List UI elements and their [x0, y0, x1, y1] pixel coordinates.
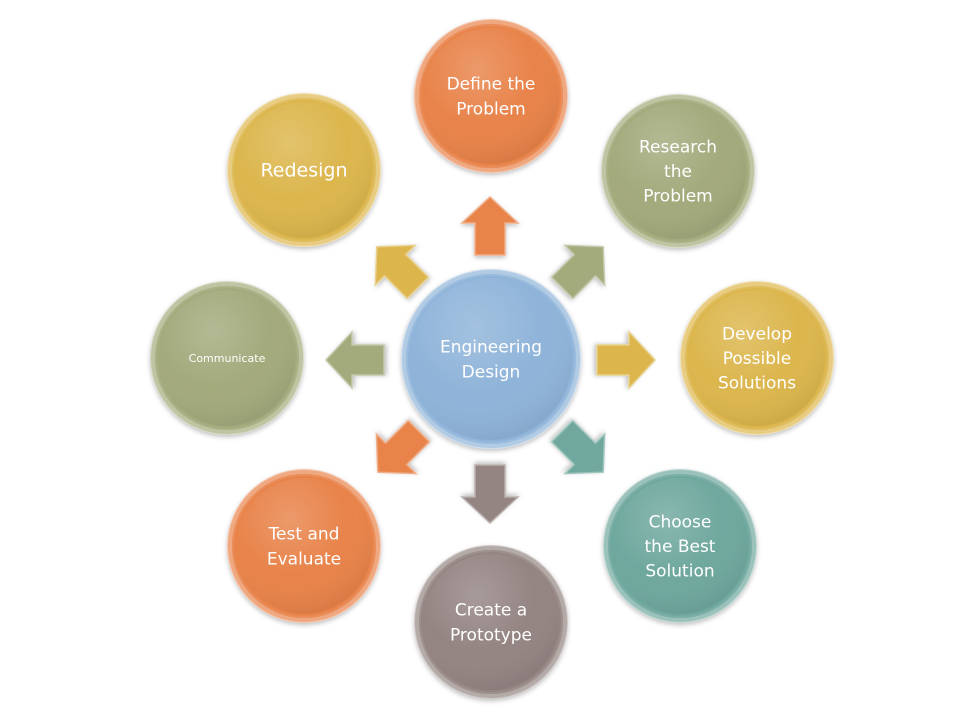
- step-label-test-line-2: Evaluate: [267, 549, 341, 569]
- step-label-choose-line-3: Solution: [645, 562, 714, 582]
- center-label-line-2: Design: [462, 362, 521, 382]
- arrow-right: [596, 330, 657, 390]
- step-label-redesign-line-1: Redesign: [260, 160, 347, 182]
- step-node-redesign: Redesign: [227, 93, 381, 247]
- step-label-develop-line-2: Possible: [723, 349, 791, 369]
- arrow-up-left: [374, 244, 430, 300]
- step-label-develop-line-3: Solutions: [718, 374, 796, 394]
- step-label-choose-line-1: Choose: [649, 512, 712, 532]
- step-node-communicate: Communicate: [150, 281, 304, 435]
- step-label-prototype-line-2: Prototype: [450, 625, 532, 645]
- step-label-define-line-1: Define the: [447, 75, 536, 95]
- step-label-define-line-2: Problem: [456, 99, 526, 119]
- nodes-layer: Define theProblemResearchtheProblemDevel…: [150, 19, 834, 699]
- arrow-left: [324, 330, 385, 390]
- step-label-research-line-3: Problem: [643, 187, 713, 207]
- arrow-down-right: [550, 419, 606, 475]
- arrow-down-left: [375, 419, 431, 475]
- step-node-prototype: Create a Prototype: [414, 545, 568, 699]
- step-label-choose-line-2: the Best: [645, 537, 716, 557]
- step-label-research-line-1: Research: [639, 137, 717, 157]
- step-label-develop-line-1: Develop: [722, 324, 792, 344]
- step-label-communicate-line-1: Communicate: [189, 352, 266, 365]
- center-label-line-1: Engineering: [440, 338, 542, 358]
- arrow-up: [460, 195, 520, 256]
- arrow-up-right: [550, 244, 606, 300]
- arrows-layer: [324, 195, 657, 525]
- step-label-test-line-1: Test and: [268, 525, 340, 545]
- step-label-prototype-line-1: Create a: [455, 601, 527, 621]
- arrow-down: [460, 464, 520, 525]
- step-label-research-line-2: the: [664, 162, 692, 182]
